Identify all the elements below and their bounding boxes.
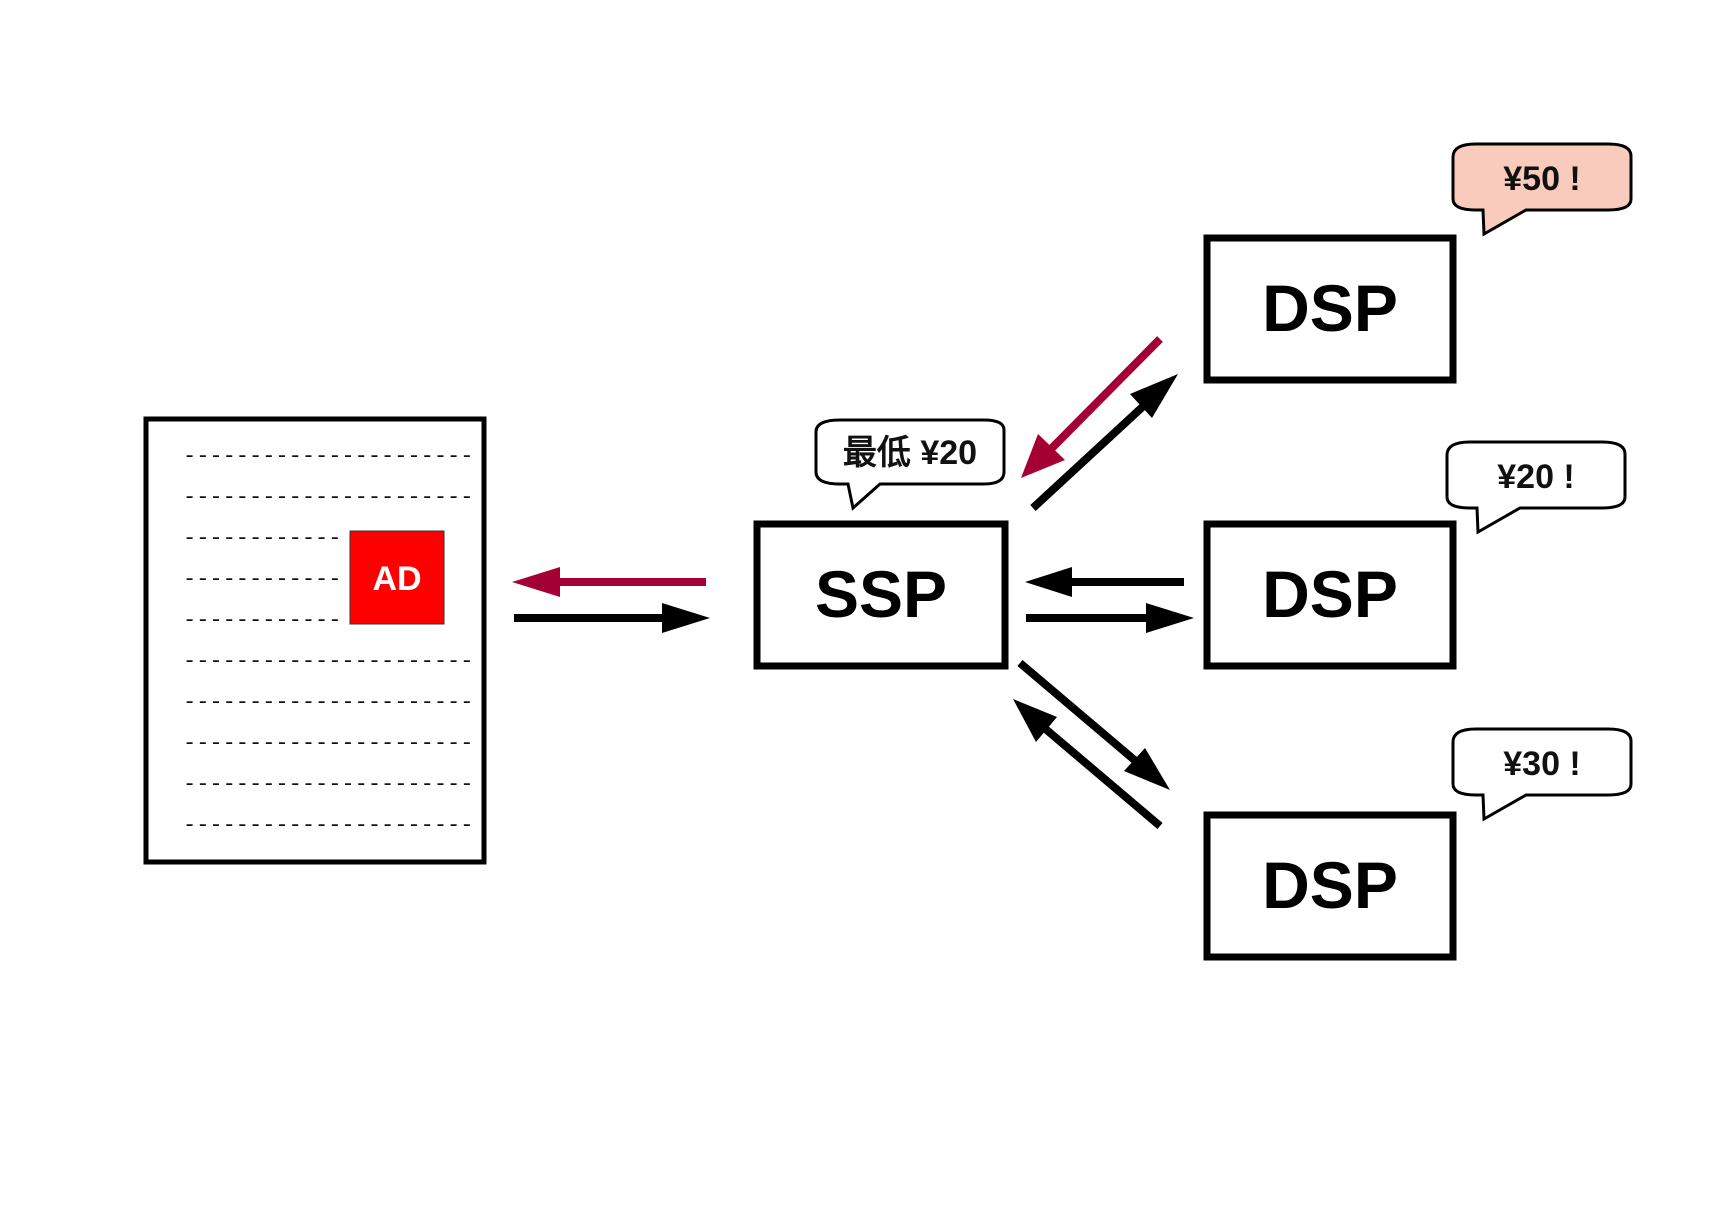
ad-slot [349,530,445,625]
ssp-label: SSP [815,557,947,631]
dsp-box [1203,811,1457,961]
ad-label: AD [372,560,421,598]
ssp-to-dsp-bottom-arrow-shaft [1017,659,1141,767]
ssp-floor-bubble: 最低 ¥20 [814,418,1006,511]
dsp-box [1203,234,1457,384]
text-line: ------------ [183,608,341,633]
text-line: ---------------------- [183,731,473,756]
page-to-ssp-arrow-head [662,603,710,633]
dsp-label: DSP [1262,271,1398,345]
ssp-bubble-shape [814,418,1006,511]
ssp-dsp-middle-arrows [1025,567,1194,633]
text-line: ------------ [183,567,341,592]
text-line: ---------------------- [183,444,473,469]
dsp-top-to-ssp-arrow-head [1021,434,1065,478]
document-frame [143,416,487,865]
dsp-bottom-to-ssp-arrow-shaft [1039,722,1163,830]
text-line: ---------------------- [183,485,473,510]
dsp-bid-price: ¥30 ! [1503,745,1581,783]
text-line: ---------------------- [183,690,473,715]
bid-bubble-shape [1451,727,1633,822]
ssp-to-dsp-top-arrow-head [1130,374,1178,418]
dsp-label: DSP [1262,557,1398,631]
dsp-bid-bubble-bottom: ¥30 ! [1451,727,1633,822]
dsp-bottom-to-ssp-arrow-head [1013,699,1057,742]
text-line: ---------------------- [183,649,473,674]
ssp-dsp-top-arrows [1021,336,1178,511]
ssp-to-dsp-middle-arrow-head [1146,603,1194,633]
ssp-node: SSP [753,520,1009,670]
dsp-node-top: DSP [1203,234,1457,384]
ssp-to-dsp-bottom-arrow-head [1124,748,1170,790]
dsp-bid-bubble-top: ¥50 ! [1451,142,1633,237]
dsp-bid-price: ¥50 ! [1503,160,1581,198]
dsp-node-bottom: DSP [1203,811,1457,961]
text-line: ------------ [183,526,341,551]
ssp-floor-price: 最低 ¥20 [843,434,977,472]
ssp-to-page-arrow-head [512,567,560,597]
ssp-dsp-bottom-arrows [1013,659,1170,830]
text-line: ---------------------- [183,772,473,797]
ssp-to-dsp-top-arrow-shaft [1030,397,1153,511]
ssp-box [753,520,1009,670]
dsp-label: DSP [1262,848,1398,922]
text-line: ---------------------- [183,813,473,838]
dsp-middle-to-ssp-arrow-head [1025,567,1072,597]
bid-bubble-shape [1451,142,1633,237]
dsp-node-middle: DSP [1203,520,1457,670]
dsp-bid-bubble-middle: ¥20 ! [1445,440,1627,535]
dsp-box [1203,520,1457,670]
dsp-top-to-ssp-arrow-shaft [1047,336,1163,453]
dsp-bid-price: ¥20 ! [1497,458,1575,496]
page-ssp-arrows [512,567,710,633]
webpage-document: ---------------------- -----------------… [143,416,487,865]
bid-bubble-shape [1445,440,1627,535]
